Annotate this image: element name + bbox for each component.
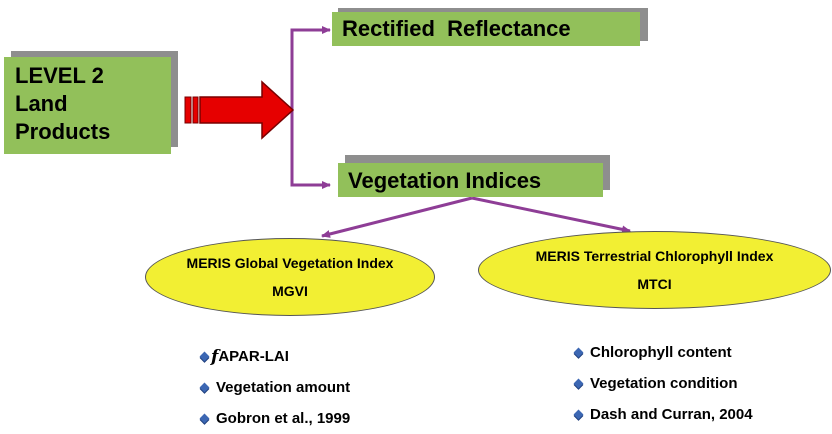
dash-curran-citation: Dash and Curran, 2004: [590, 406, 753, 423]
mgvi-title: MERIS Global Vegetation Index: [186, 255, 394, 271]
rectified-reflectance-box: Rectified Reflectance: [332, 12, 640, 46]
level-box-line2: Land: [15, 91, 68, 116]
mgvi-ellipse: MERIS Global Vegetation Index MGVI: [145, 238, 435, 316]
list-item: Vegetation amount: [199, 372, 351, 403]
bracket-connector: [290, 28, 331, 189]
vegetation-amount-label: Vegetation amount: [216, 379, 351, 396]
list-item: Dash and Curran, 2004: [573, 399, 753, 430]
mtci-bullet-list: Chlorophyll content Vegetation condition…: [573, 337, 753, 430]
diamond-bullet-icon: [199, 382, 210, 393]
list-item: f APAR-LAI: [199, 341, 350, 372]
level-2-box: LEVEL 2 Land Products: [4, 57, 171, 154]
diamond-bullet-icon: [573, 347, 584, 358]
fapar-label: APAR-LAI: [218, 348, 289, 365]
mtci-ellipse: MERIS Terrestrial Chlorophyll Index MTCI: [478, 231, 831, 309]
connector-to-mgvi: [321, 196, 473, 238]
list-item: Vegetation condition: [573, 368, 753, 399]
mgvi-abbrev: MGVI: [272, 283, 308, 299]
diamond-bullet-icon: [199, 413, 210, 424]
list-item: Chlorophyll content: [573, 337, 753, 368]
fapar-prefix: f: [211, 346, 219, 367]
vegetation-condition-label: Vegetation condition: [590, 375, 738, 392]
diamond-bullet-icon: [573, 409, 584, 420]
level-box-line1: LEVEL 2: [15, 63, 104, 88]
big-red-arrow: [184, 80, 295, 140]
mtci-title: MERIS Terrestrial Chlorophyll Index: [535, 248, 774, 264]
mtci-abbrev: MTCI: [637, 276, 672, 292]
gobron-citation: Gobron et al., 1999: [216, 410, 351, 427]
level-box-line3: Products: [15, 119, 111, 144]
vegetation-indices-box: Vegetation Indices: [338, 163, 603, 197]
chlorophyll-content-label: Chlorophyll content: [590, 344, 732, 361]
diamond-bullet-icon: [573, 378, 584, 389]
connector-to-mtci: [471, 196, 631, 234]
mgvi-bullet-list: f APAR-LAI Vegetation amount Gobron et a…: [199, 341, 351, 434]
list-item: Gobron et al., 1999: [199, 403, 351, 434]
diamond-bullet-icon: [199, 351, 210, 362]
